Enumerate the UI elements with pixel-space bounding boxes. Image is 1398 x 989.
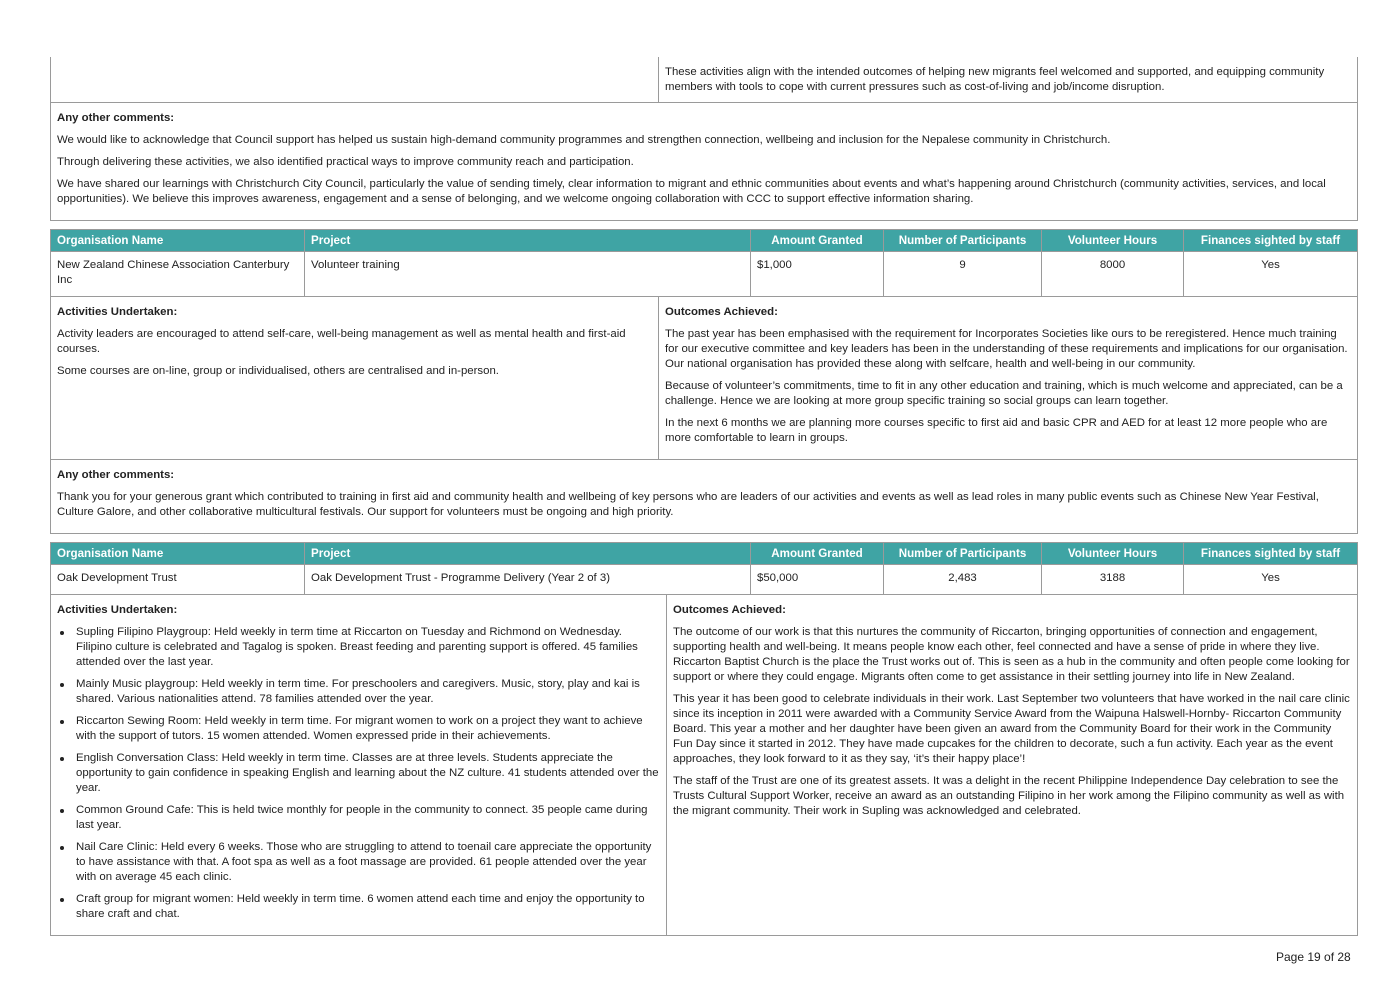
comments-label: Any other comments: — [57, 469, 175, 481]
header-project: Project — [304, 229, 751, 252]
header-hours: Volunteer Hours — [1041, 229, 1184, 252]
header-amount: Amount Granted — [750, 229, 884, 252]
header-participants: Number of Participants — [883, 229, 1042, 252]
outcomes-cell: Outcomes Achieved: The past year has bee… — [658, 296, 1358, 460]
comments-label: Any other comments: — [57, 111, 175, 124]
activity-paragraph: Activity leaders are encouraged to atten… — [57, 328, 626, 355]
comment-paragraph: Thank you for your generous grant which … — [57, 491, 1319, 518]
finances-sighted: Yes — [1183, 564, 1358, 595]
header-project: Project — [304, 542, 751, 565]
outcome-paragraph: The outcome of our work is that this nur… — [673, 626, 1350, 683]
outcome-paragraph: Because of volunteer’s commitments, time… — [665, 380, 1343, 407]
header-org: Organisation Name — [50, 542, 305, 565]
empty-cell — [50, 57, 659, 103]
previous-entry-tail: These activities align with the intended… — [50, 57, 1358, 221]
org-name: Oak Development Trust — [50, 564, 305, 595]
header-org: Organisation Name — [50, 229, 305, 252]
volunteer-hours: 3188 — [1041, 564, 1184, 595]
outcome-paragraph: The past year has been emphasised with t… — [665, 328, 1348, 370]
activity-item: Nail Care Clinic: Held every 6 weeks. Th… — [57, 840, 660, 885]
comment-paragraph: Through delivering these activities, we … — [57, 155, 634, 168]
amount: $1,000 — [750, 251, 884, 297]
activities-label: Activities Undertaken: — [57, 306, 178, 318]
outcomes-label: Outcomes Achieved: — [665, 306, 778, 318]
header-hours: Volunteer Hours — [1041, 542, 1184, 565]
activity-item: Riccarton Sewing Room: Held weekly in te… — [57, 714, 660, 744]
header-amount: Amount Granted — [750, 542, 884, 565]
comment-paragraph: We would like to acknowledge that Counci… — [57, 133, 1111, 146]
outcome-paragraph: This year it has been good to celebrate … — [673, 693, 1350, 765]
finances-sighted: Yes — [1183, 251, 1358, 297]
outcomes-tail: These activities align with the intended… — [658, 57, 1358, 103]
activity-item: Mainly Music playgroup: Held weekly in t… — [57, 677, 660, 707]
activity-item: Supling Filipino Playgroup: Held weekly … — [57, 625, 660, 670]
outcome-paragraph: The staff of the Trust are one of its gr… — [673, 775, 1345, 817]
activity-item: English Conversation Class: Held weekly … — [57, 751, 660, 796]
activity-item: Craft group for migrant women: Held week… — [57, 892, 660, 922]
header-finances: Finances sighted by staff — [1183, 542, 1358, 565]
org-name: New Zealand Chinese Association Canterbu… — [50, 251, 305, 297]
project: Volunteer training — [304, 251, 751, 297]
header-finances: Finances sighted by staff — [1183, 229, 1358, 252]
participants: 9 — [883, 251, 1042, 297]
volunteer-hours: 8000 — [1041, 251, 1184, 297]
outcomes-cell: Outcomes Achieved: The outcome of our wo… — [666, 594, 1358, 936]
activities-cell: Activities Undertaken: Activity leaders … — [50, 296, 659, 460]
participants: 2,483 — [883, 564, 1042, 595]
page-number: Page 19 of 28 — [1276, 950, 1351, 964]
activity-paragraph: Some courses are on-line, group or indiv… — [57, 365, 499, 377]
amount: $50,000 — [750, 564, 884, 595]
activities-cell: Activities Undertaken: Supling Filipino … — [50, 594, 667, 936]
comment-paragraph: We have shared our learnings with Christ… — [57, 177, 1326, 205]
project: Oak Development Trust - Programme Delive… — [304, 564, 751, 595]
header-participants: Number of Participants — [883, 542, 1042, 565]
comments-cell: Any other comments: Thank you for your g… — [50, 459, 1358, 534]
outcome-paragraph: In the next 6 months we are planning mor… — [665, 417, 1328, 444]
activities-list: Supling Filipino Playgroup: Held weekly … — [57, 625, 660, 922]
activities-label: Activities Undertaken: — [57, 604, 178, 616]
outcomes-label: Outcomes Achieved: — [673, 604, 786, 616]
comments-cell: Any other comments: We would like to ack… — [50, 101, 1358, 221]
activity-item: Common Ground Cafe: This is held twice m… — [57, 803, 660, 833]
